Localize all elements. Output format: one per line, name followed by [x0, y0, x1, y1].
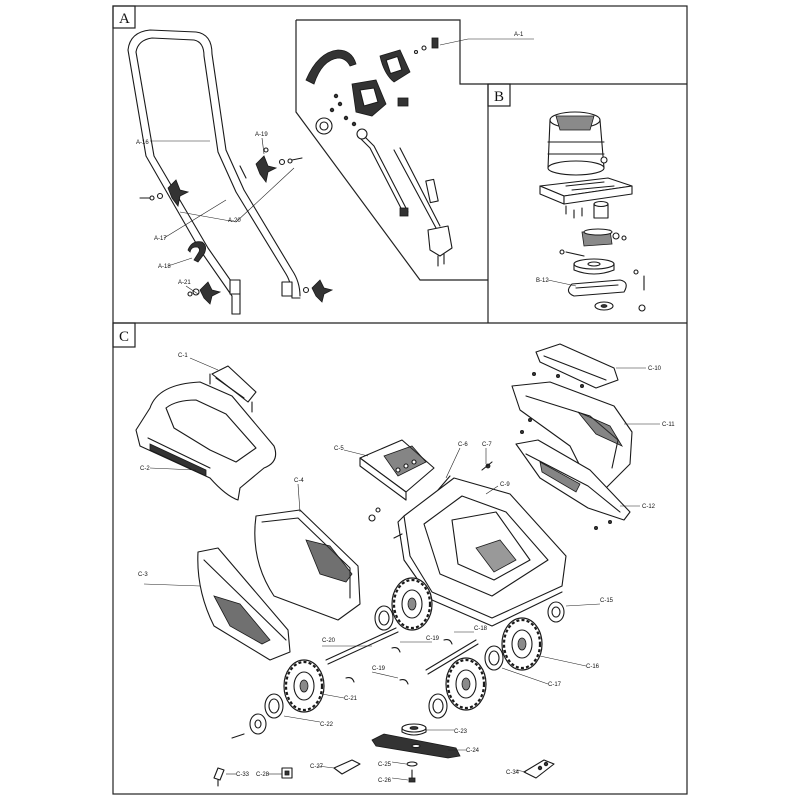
label-b12: B-12 — [536, 278, 549, 284]
wheel-upper-left-hub — [374, 605, 394, 631]
label-c15: C-15 — [600, 598, 614, 604]
section-a-leaders — [150, 38, 534, 295]
label-c19-lower: C-19 — [372, 666, 386, 672]
label-c33: C-33 — [236, 772, 250, 778]
part-c34 — [523, 759, 555, 779]
label-c9: C-9 — [500, 482, 510, 488]
label-c12: C-12 — [642, 504, 656, 510]
part-c24 — [371, 733, 461, 759]
handle-assembly — [127, 29, 334, 315]
part-c9 — [368, 477, 567, 627]
part-c6-c7 — [437, 461, 493, 491]
label-c6: C-6 — [458, 442, 468, 448]
motor-assembly — [539, 111, 646, 312]
part-c4 — [254, 509, 361, 621]
label-a19: A-19 — [255, 132, 268, 138]
label-c16: C-16 — [586, 664, 600, 670]
label-c34: C-34 — [506, 770, 520, 776]
label-c5: C-5 — [334, 446, 344, 452]
leader-b12 — [547, 279, 577, 287]
wheel-c22-hub — [231, 693, 284, 739]
label-c4: C-4 — [294, 478, 304, 484]
section-a-label: A — [119, 11, 130, 27]
label-c1: C-1 — [178, 353, 188, 359]
part-c15 — [547, 601, 565, 623]
label-c23: C-23 — [454, 729, 468, 735]
part-c2 — [135, 381, 277, 501]
label-c25: C-25 — [378, 762, 392, 768]
label-c26: C-26 — [378, 778, 392, 784]
label-a1: A-1 — [514, 32, 524, 38]
part-c28 — [281, 767, 293, 779]
wheel-c17-hub — [484, 645, 504, 671]
label-c11: C-11 — [662, 422, 675, 428]
label-c17: C-17 — [548, 682, 562, 688]
part-c3 — [197, 547, 291, 661]
panel-frames — [112, 5, 688, 795]
axles — [325, 627, 479, 685]
wheel-c21 — [283, 659, 325, 713]
label-c7: C-7 — [482, 442, 492, 448]
part-c1 — [209, 365, 257, 413]
part-c25-c26 — [406, 761, 418, 783]
section-b-label: B — [494, 89, 504, 105]
label-c10: C-10 — [648, 366, 662, 372]
label-c24: C-24 — [466, 748, 480, 754]
label-c27: C-27 — [310, 764, 324, 770]
part-c5 — [359, 439, 435, 501]
label-a16: A-16 — [136, 140, 149, 146]
wheel-upper-left — [391, 577, 433, 631]
part-c10 — [532, 343, 619, 389]
label-a20: A-20 — [228, 218, 241, 224]
switch-box-assembly — [305, 37, 453, 267]
label-c28: C-28 — [256, 772, 270, 778]
wheel-lower-right — [445, 657, 487, 711]
label-c19-upper: C-19 — [426, 636, 440, 642]
part-c27 — [333, 759, 361, 775]
label-c3: C-3 — [138, 572, 148, 578]
label-c18: C-18 — [474, 626, 488, 632]
label-c21: C-21 — [344, 696, 358, 702]
part-c33 — [213, 767, 225, 787]
part-c23 — [401, 723, 427, 736]
label-c20: C-20 — [322, 638, 336, 644]
wheel-c16 — [501, 617, 543, 671]
part-c12 — [515, 439, 631, 531]
label-c22: C-22 — [320, 722, 334, 728]
label-c2: C-2 — [140, 466, 150, 472]
wheel-lower-right-hub — [428, 693, 448, 719]
part-c11 — [511, 381, 633, 491]
label-a21: A-21 — [178, 280, 191, 286]
label-a17: A-17 — [154, 236, 167, 242]
section-c-label: C — [119, 329, 129, 345]
label-a18: A-18 — [158, 264, 171, 270]
